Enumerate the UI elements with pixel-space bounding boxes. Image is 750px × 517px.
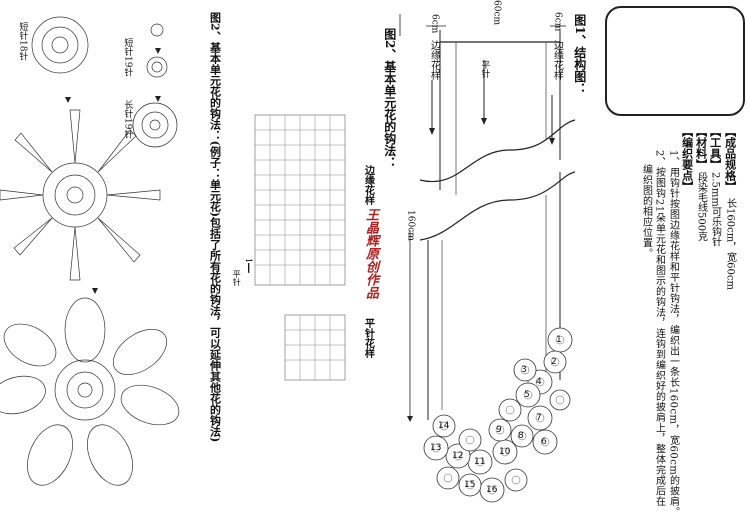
edge-label-right: 边缘花样 (551, 40, 563, 80)
long-19-label: 长针19针 (122, 100, 133, 139)
flower-number: 12 (452, 451, 464, 461)
plain-pattern-label: 平针花样 (362, 318, 374, 358)
dim-6cm-right: 6cm (552, 12, 563, 32)
step-1: 1、用钩针按图边缘花样和平针钩法，编织出一条长160cm，宽60cm的披肩。 (667, 150, 679, 517)
flower-number: 9 (496, 425, 502, 435)
fig2-title: 图2、基本单元花的钩法： (382, 28, 397, 169)
flower-number: 16 (486, 485, 498, 495)
edge-pattern-label: 边缘花样 (362, 165, 374, 205)
flower-number: 13 (430, 443, 442, 453)
stitch-note: 平针 (232, 270, 242, 286)
blank-frame (605, 6, 745, 116)
materials-title: 【材料】 (694, 126, 708, 170)
fig1-title: 图1、结构图： (572, 14, 587, 95)
flower-number: 4 (536, 377, 542, 387)
spec-title: 【成品规格】 (723, 126, 737, 192)
dim-6cm-left: 6cm (429, 14, 440, 34)
flower-number: 5 (524, 390, 530, 400)
step-2: 2、按图钩21朵单元花和图示的钩法，连钩到编织好的披肩上，整体完成后在 (653, 150, 665, 507)
flower-number: 6 (541, 437, 547, 447)
short-18-label: 短针18针 (17, 22, 28, 61)
flower-number: 7 (536, 413, 542, 423)
chain-note: 1━━ (244, 258, 254, 273)
flower-number: 8 (518, 431, 524, 441)
brand-label: 王晶辉原创作品 (362, 208, 378, 299)
flower-number: 11 (474, 457, 486, 467)
flower-number: 15 (464, 480, 476, 490)
short-19-label: 短针19针 (122, 38, 133, 77)
fig2b-title: 图2、基本单元花的钩法：(例子：单元花)包括了所有花的钩法，可以延伸其他花的钩法… (208, 12, 222, 443)
flower-number: 2 (551, 357, 557, 367)
edge-label-left: 边缘花样 (428, 40, 440, 80)
steps-title: 【编织要点】 (680, 126, 694, 192)
flower-number: 10 (499, 447, 511, 457)
spec-size: 长160cm，宽60cm (724, 198, 736, 290)
tools-text: 2.5mm可乐钩针 (709, 172, 721, 247)
dim-160cm: 160cm (405, 210, 416, 241)
dim-60cm: 60cm (491, 0, 502, 26)
center-label: 平针 (479, 60, 490, 78)
flower-number: 3 (521, 365, 527, 375)
flower-number: 1 (556, 335, 562, 345)
materials-text: 段染毛线500克 (695, 172, 707, 242)
tools-title: 【工具】 (708, 126, 722, 170)
step-3: 编织图的相应位置。 (640, 164, 652, 259)
flower-number: 14 (438, 421, 450, 431)
